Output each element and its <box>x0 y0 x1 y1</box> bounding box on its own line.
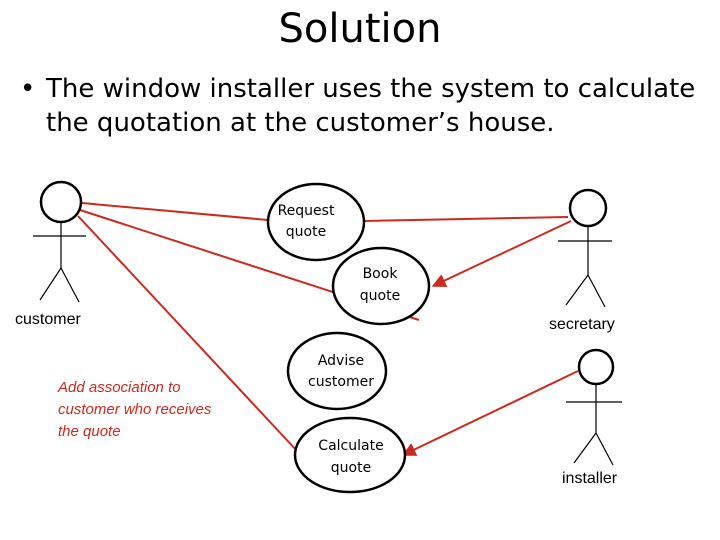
svg-text:Book: Book <box>363 266 399 282</box>
svg-text:Add association to: Add association to <box>57 379 181 396</box>
svg-text:quote: quote <box>331 460 371 476</box>
svg-text:customer who receives: customer who receives <box>58 401 212 418</box>
secretary-label: secretary <box>549 316 615 333</box>
secretary-actor-icon <box>558 188 612 308</box>
installer-label: installer <box>562 470 618 487</box>
annotation-note: Add association to customer who receives… <box>57 379 212 440</box>
bullet-icon: • <box>20 74 36 104</box>
use-case-book-quote: Book quote <box>331 246 431 326</box>
use-case-calculate-quote: Calculate quote <box>293 416 407 494</box>
association-customer-calculate-quote <box>77 215 299 453</box>
use-case-advise-customer: Advise customer <box>286 331 388 411</box>
svg-text:Calculate: Calculate <box>318 438 383 454</box>
svg-text:quote: quote <box>360 288 400 304</box>
use-case-request-quote: Request quote <box>266 182 366 262</box>
association-customer-request-quote <box>81 202 269 221</box>
svg-text:customer: customer <box>308 374 374 390</box>
slide-title: Solution <box>278 6 442 52</box>
svg-text:Request: Request <box>278 203 335 219</box>
bullet-point: • The window installer uses the system t… <box>20 72 710 140</box>
svg-text:quote: quote <box>286 224 326 240</box>
association-secretary-request-quote <box>362 216 569 222</box>
customer-actor-icon <box>33 180 86 303</box>
customer-label: customer <box>15 311 81 328</box>
installer-actor-icon <box>566 348 622 466</box>
association-installer-calculate-quote <box>401 370 579 456</box>
svg-text:Advise: Advise <box>318 353 364 369</box>
svg-text:the quote: the quote <box>58 423 121 440</box>
association-secretary-book-quote <box>431 220 572 287</box>
bullet-text: The window installer uses the system to … <box>46 74 696 138</box>
